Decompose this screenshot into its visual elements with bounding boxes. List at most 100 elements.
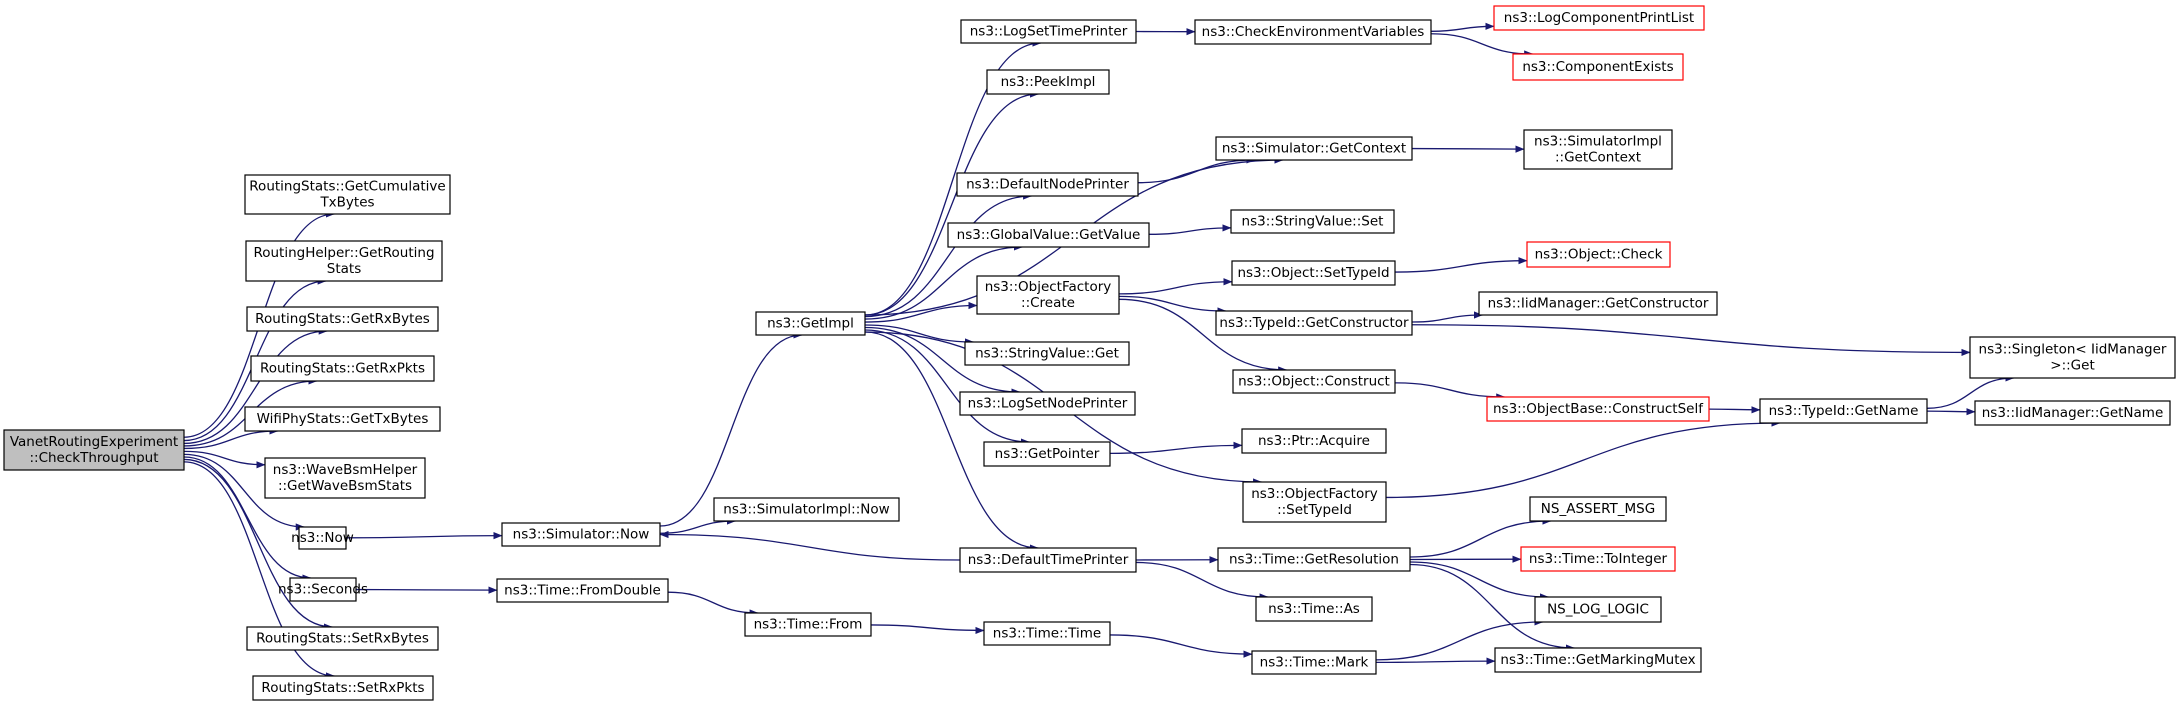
call-edge-typeid_getctor-to-iid_getctor [1411,311,1483,323]
call-edge-checkenv-to-componentexists [1430,33,1534,58]
call-edge-time_getres-to-time_getmarkingmutex [1409,563,1575,652]
call-edge-time_getres-to-ns_assert_msg [1409,517,1552,558]
node-label: ns3::SimulatorImpl::Now [723,502,889,518]
node-label: RoutingStats::SetRxPkts [261,680,424,696]
node-label: ns3::WaveBsmHelper [273,462,418,478]
node-box [983,441,1111,467]
graph-node-time_tointeger[interactable]: ns3::Time::ToInteger [1520,546,1676,572]
call-edge-getimpl-to-peekimpl [864,90,1040,316]
graph-node-objbase_constructself[interactable]: ns3::ObjectBase::ConstructSelf [1486,396,1710,422]
node-label: ::Create [1021,295,1075,311]
call-edge-defaultnodeprinter-to-sim_getcontext [1137,156,1256,184]
call-edge-getimpl-to-gv_getvalue [864,243,1023,320]
node-label: ns3::TypeId::GetConstructor [1219,315,1409,331]
graph-node-typeid_getname[interactable]: ns3::TypeId::GetName [1759,398,1928,424]
graph-node-obj_settypeid[interactable]: ns3::Object::SetTypeId [1231,260,1396,286]
graph-node-rs_setrxpkts[interactable]: RoutingStats::SetRxPkts [252,675,434,701]
node-box [755,311,866,336]
call-edge-getimpl-to-defaulttimeprinter [864,331,1039,552]
node-label: ns3::ObjectFactory [1251,486,1378,502]
graph-node-of_settypeid[interactable]: ns3::ObjectFactory::SetTypeId [1242,481,1387,523]
node-box [1974,400,2171,426]
graph-node-sim_now[interactable]: ns3::Simulator::Now [501,522,661,547]
graph-node-of_create[interactable]: ns3::ObjectFactory::Create [976,275,1120,315]
graph-node-ptr_acquire[interactable]: ns3::Ptr::Acquire [1241,428,1387,454]
node-label: ::GetWaveBsmStats [278,478,412,494]
call-edge-vre_check-to-rs_setrxbytes [183,458,333,631]
graph-node-time_getres[interactable]: ns3::Time::GetResolution [1217,547,1411,572]
node-box [252,675,434,701]
call-edge-time_from-to-time_time [870,624,985,635]
node-box [1534,596,1662,623]
graph-node-logcompprintlist[interactable]: ns3::LogComponentPrintList [1493,5,1705,31]
graph-node-singleton_get[interactable]: ns3::Singleton< IidManager >::Get [1969,336,2176,379]
call-edge-getimpl-to-defaultnodeprinter [864,192,1033,318]
graph-node-gv_getvalue[interactable]: ns3::GlobalValue::GetValue [947,222,1150,248]
graph-node-defaultnodeprinter[interactable]: ns3::DefaultNodePrinter [956,172,1139,197]
graph-node-wps_gettx[interactable]: WifiPhyStats::GetTxBytes [244,406,441,432]
node-box [250,355,435,382]
call-edge-gv_getvalue-to-sv_set [1148,224,1232,235]
graph-node-ns3_seconds[interactable]: ns3::Seconds [278,577,368,602]
graph-node-defaulttimeprinter[interactable]: ns3::DefaultTimePrinter [959,547,1137,573]
node-box [501,522,661,547]
node-box [744,612,872,637]
node-box [959,547,1137,573]
graph-node-ns_assert_msg[interactable]: NS_ASSERT_MSG [1529,496,1667,522]
graph-node-time_time[interactable]: ns3::Time::Time [983,621,1111,646]
node-box [959,391,1136,416]
graph-node-vre_check[interactable]: VanetRoutingExperiment::CheckThroughput [3,429,185,471]
call-edge-time_getres-to-ns_log_logic [1409,561,1549,601]
graph-node-iid_getctor[interactable]: ns3::IidManager::GetConstructor [1478,291,1718,316]
call-edge-objbase_constructself-to-typeid_getname [1708,406,1761,414]
node-label: ns3::Object::Check [1535,247,1663,263]
graph-node-checkenv[interactable]: ns3::CheckEnvironmentVariables [1194,19,1432,45]
graph-node-time_as[interactable]: ns3::Time::As [1255,596,1373,622]
graph-node-rs_getrxpkts[interactable]: RoutingStats::GetRxPkts [250,355,435,382]
graph-node-ns3_now[interactable]: ns3::Now [291,526,354,550]
node-label: ns3::Now [291,530,354,546]
node-box [1520,546,1676,572]
graph-node-logsettimeprinter[interactable]: ns3::LogSetTimePrinter [960,19,1137,44]
graph-node-peekimpl[interactable]: ns3::PeekImpl [986,69,1110,95]
node-label: ns3::CheckEnvironmentVariables [1202,24,1425,40]
node-box [947,222,1150,248]
graph-node-time_mark[interactable]: ns3::Time::Mark [1251,650,1377,675]
graph-node-simimpl_getcontext[interactable]: ns3::SimulatorImpl::GetContext [1523,129,1673,170]
graph-node-getimpl[interactable]: ns3::GetImpl [755,311,866,336]
graph-node-time_fromdouble[interactable]: ns3::Time::FromDouble [496,578,669,603]
graph-node-ns_log_logic[interactable]: NS_LOG_LOGIC [1534,596,1662,623]
graph-node-obj_check[interactable]: ns3::Object::Check [1526,241,1671,268]
graph-node-sim_getcontext[interactable]: ns3::Simulator::GetContext [1215,136,1413,161]
call-edge-getimpl-to-getpointer [864,329,1030,446]
call-edge-vre_check-to-rs_getrxbytes [183,327,328,445]
node-label: ns3::GlobalValue::GetValue [957,227,1141,243]
graph-node-sv_set[interactable]: ns3::StringValue::Set [1230,209,1395,234]
graph-node-simimpl_now[interactable]: ns3::SimulatorImpl::Now [713,497,900,522]
node-box [1232,369,1396,394]
graph-node-rs_getrxbytes[interactable]: RoutingStats::GetRxBytes [246,306,439,332]
graph-node-sv_get[interactable]: ns3::StringValue::Get [964,341,1130,366]
call-edge-ns3_seconds-to-time_fromdouble [355,586,498,594]
call-edge-vre_check-to-ns3_now [183,453,305,531]
graph-node-getpointer[interactable]: ns3::GetPointer [983,441,1111,467]
node-label: ns3::IidManager::GetName [1982,405,2164,421]
node-label: NS_LOG_LOGIC [1547,602,1649,618]
node-box [1194,19,1432,45]
graph-node-time_from[interactable]: ns3::Time::From [744,612,872,637]
graph-node-obj_construct[interactable]: ns3::Object::Construct [1232,369,1396,394]
graph-node-rs_setrxbytes[interactable]: RoutingStats::SetRxBytes [246,626,439,651]
node-label: ns3::GetImpl [767,316,854,332]
graph-node-logsetnodeprinter[interactable]: ns3::LogSetNodePrinter [959,391,1136,416]
graph-node-time_getmarkingmutex[interactable]: ns3::Time::GetMarkingMutex [1494,647,1702,673]
graph-node-componentexists[interactable]: ns3::ComponentExists [1512,53,1684,81]
call-edge-time_mark-to-ns_log_logic [1375,618,1544,661]
graph-node-wbh_stats[interactable]: ns3::WaveBsmHelper::GetWaveBsmStats [264,457,426,499]
call-edge-ns3_now-to-sim_now [345,532,503,540]
node-label: ::SetTypeId [1277,502,1352,518]
graph-node-typeid_getctor[interactable]: ns3::TypeId::GetConstructor [1215,310,1413,336]
call-edge-obj_construct-to-objbase_constructself [1394,382,1506,401]
graph-node-iid_getname[interactable]: ns3::IidManager::GetName [1974,400,2171,426]
